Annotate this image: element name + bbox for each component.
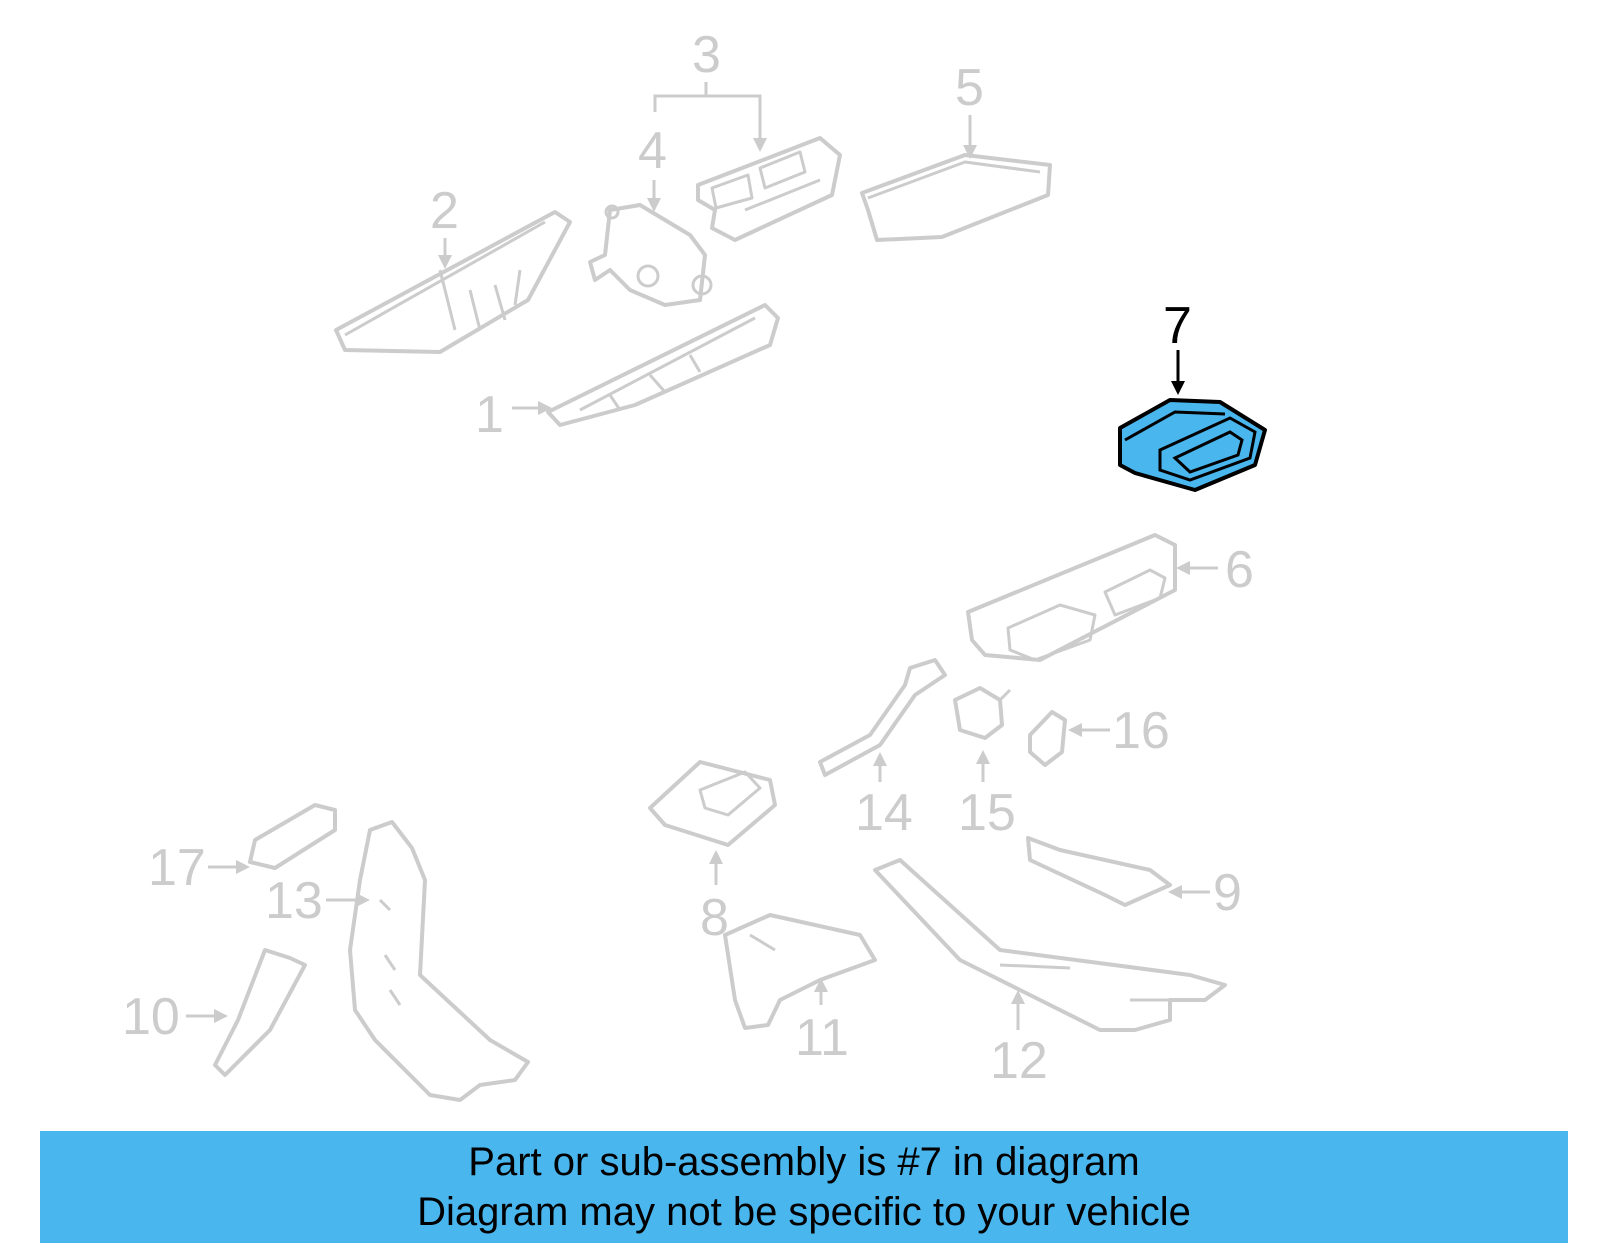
part-7[interactable] <box>1118 398 1267 492</box>
part-11[interactable] <box>723 913 877 1030</box>
part-14[interactable] <box>818 658 947 777</box>
part-13[interactable] <box>348 820 530 1102</box>
callout-8: 8 <box>700 889 729 947</box>
callout-10: 10 <box>122 988 180 1046</box>
part-12[interactable] <box>873 858 1227 1032</box>
callout-3: 3 <box>692 26 721 84</box>
callout-15: 15 <box>958 784 1016 842</box>
part-6[interactable] <box>966 533 1177 662</box>
callout-16: 16 <box>1112 702 1170 760</box>
callout-11: 11 <box>795 1009 849 1067</box>
callout-12: 12 <box>990 1032 1048 1090</box>
callout-5: 5 <box>955 59 984 117</box>
part-5[interactable] <box>860 153 1052 242</box>
banner-line-1: Part or sub-assembly is #7 in diagram <box>468 1140 1140 1184</box>
part-8[interactable] <box>648 760 777 847</box>
callout-17: 17 <box>148 839 206 897</box>
banner-line-2: Diagram may not be specific to your vehi… <box>417 1190 1191 1234</box>
callout-13: 13 <box>265 872 323 930</box>
callout-14: 14 <box>855 784 913 842</box>
callout-7[interactable]: 7 <box>1163 297 1192 355</box>
part-9[interactable] <box>1026 836 1172 907</box>
leader-lines <box>186 82 1218 1030</box>
info-banner: Part or sub-assembly is #7 in diagram Di… <box>40 1131 1568 1243</box>
callout-1: 1 <box>475 386 504 444</box>
part-17[interactable] <box>248 803 337 870</box>
part-2[interactable] <box>334 210 572 354</box>
part-3[interactable] <box>696 136 842 242</box>
part-16[interactable] <box>1028 710 1067 767</box>
callout-9: 9 <box>1213 864 1242 922</box>
callout-2: 2 <box>430 182 459 240</box>
part-10[interactable] <box>213 948 307 1077</box>
callout-6: 6 <box>1225 541 1254 599</box>
part-4[interactable] <box>588 203 713 307</box>
part-15[interactable] <box>953 686 1012 740</box>
callout-4: 4 <box>638 122 667 180</box>
part-1[interactable] <box>546 303 780 427</box>
